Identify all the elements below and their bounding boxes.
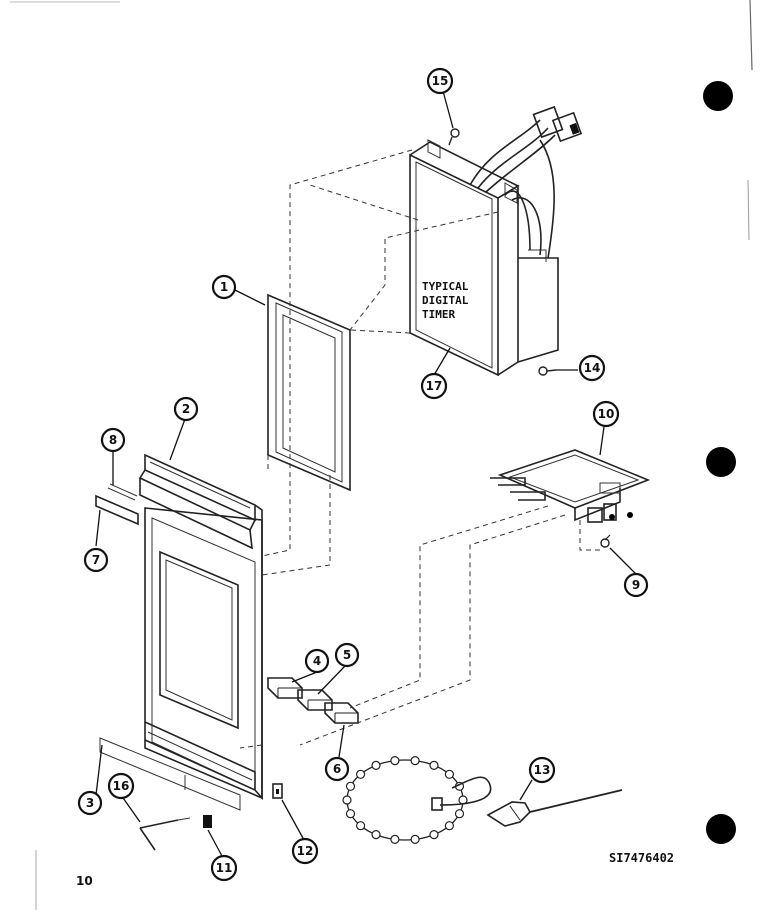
callout-14: 14: [578, 354, 606, 382]
callout-5: 5: [334, 642, 360, 668]
callout-12: 12: [291, 837, 319, 865]
svg-text:4: 4: [313, 654, 321, 668]
set-screw-part-11: [203, 815, 212, 828]
svg-text:8: 8: [109, 433, 117, 447]
probe-bead: [444, 769, 454, 779]
callout-17: 17: [420, 372, 448, 400]
probe-bead: [390, 755, 400, 766]
probe-bead: [342, 795, 352, 805]
gasket-part-1: [267, 293, 351, 492]
probe-bead: [390, 834, 400, 845]
probe-bead: [345, 781, 356, 791]
callout-11: 11: [210, 854, 238, 882]
binder-hole-top: [703, 81, 733, 111]
svg-text:9: 9: [632, 578, 640, 592]
temperature-probe-part-13: [342, 755, 623, 845]
binder-hole-bottom: [706, 814, 736, 844]
assembly-lines: [239, 149, 600, 749]
binder-hole-middle: [706, 447, 736, 477]
svg-text:17: 17: [426, 379, 443, 393]
keypad-part-6: [324, 702, 359, 724]
probe-bead: [371, 760, 381, 771]
screw-14: [538, 366, 557, 376]
callout-1: 1: [211, 274, 237, 300]
probe-bead: [371, 829, 381, 840]
probe-bead: [356, 769, 366, 779]
scan-edge-marks: [10, 0, 753, 910]
probe-bead: [356, 821, 366, 831]
svg-text:11: 11: [216, 861, 233, 875]
svg-text:12: 12: [297, 844, 314, 858]
leader-lines: [95, 90, 637, 857]
svg-text:14: 14: [584, 361, 601, 375]
svg-text:6: 6: [333, 762, 341, 776]
digital-timer-assembly: TYPICAL DIGITAL TIMER: [409, 105, 583, 377]
callout-9: 9: [623, 572, 649, 598]
trim-strip-part-8: [107, 483, 138, 501]
svg-text:10: 10: [598, 407, 615, 421]
callout-7: 7: [83, 547, 109, 573]
screw-9: [600, 534, 611, 548]
callout-4: 4: [304, 648, 330, 674]
probe-bead: [410, 755, 420, 766]
control-panel-part-2: [99, 453, 263, 811]
svg-text:16: 16: [113, 779, 130, 793]
clip-part-12: [272, 783, 283, 799]
callout-10: 10: [592, 400, 620, 428]
probe-bead: [410, 834, 420, 845]
svg-text:1: 1: [220, 280, 228, 294]
svg-text:15: 15: [432, 74, 449, 88]
probe-bead: [429, 760, 439, 771]
svg-text:13: 13: [534, 763, 551, 777]
keypad-part-4: [267, 677, 303, 699]
callout-16: 16: [107, 772, 135, 800]
callout-3: 3: [77, 790, 103, 816]
keypad-part-5: [297, 689, 333, 711]
probe-bead: [454, 809, 465, 819]
callout-6: 6: [324, 756, 350, 782]
screw-15: [448, 128, 460, 146]
svg-text:5: 5: [343, 648, 351, 662]
timer-label-line-3: TIMER: [422, 308, 455, 321]
timer-label-line-2: DIGITAL: [422, 294, 469, 307]
page-number: 10: [76, 874, 93, 888]
callout-13: 13: [528, 756, 556, 784]
trim-strip-part-7: [95, 494, 139, 526]
control-board-part-10: [490, 449, 651, 523]
svg-text:3: 3: [86, 796, 94, 810]
hex-wrench-part-16: [139, 817, 191, 851]
probe-bead: [444, 821, 454, 831]
callout-2: 2: [173, 396, 199, 422]
callout-15: 15: [426, 67, 454, 95]
probe-bead: [429, 829, 439, 840]
callout-8: 8: [100, 427, 126, 453]
timer-label-line-1: TYPICAL: [422, 280, 469, 293]
svg-text:2: 2: [182, 402, 190, 416]
svg-text:7: 7: [92, 553, 100, 567]
drawing-number: SI7476402: [609, 851, 674, 865]
probe-bead: [345, 809, 356, 819]
